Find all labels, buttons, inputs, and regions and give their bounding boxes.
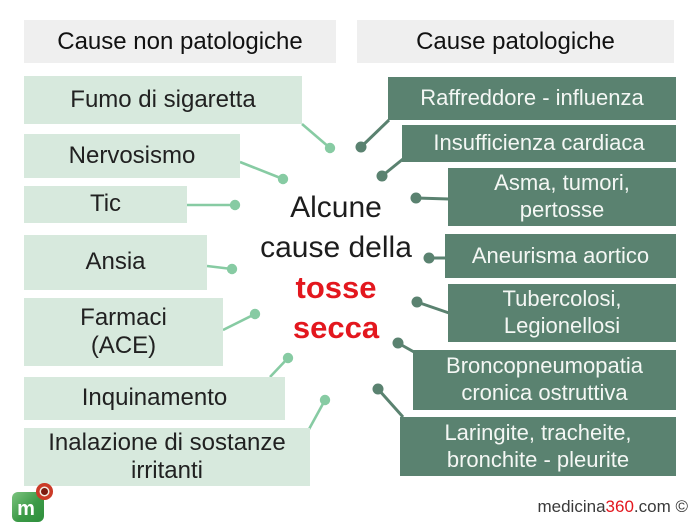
site-suffix: .com (633, 497, 671, 516)
cause-box-inalazione: Inalazione di sostanze irritanti (24, 428, 310, 486)
connector-laringite (372, 383, 405, 418)
connector-asma (410, 192, 450, 204)
cause-box-inquinamento: Inquinamento (24, 377, 285, 420)
logo-letter-m: m (17, 498, 35, 520)
cause-box-tic: Tic (24, 186, 187, 223)
cause-box-insufficienza: Insufficienza cardiaca (402, 125, 676, 162)
connector-nervosismo (239, 160, 289, 185)
cause-box-fumo-di-sigaretta: Fumo di sigaretta (24, 76, 302, 124)
cause-box-raffreddore: Raffreddore - influenza (388, 77, 676, 120)
site-credit: medicina360.com © (537, 497, 688, 517)
connector-tic (187, 199, 241, 211)
center-title-highlight1: tosse (295, 270, 377, 305)
connector-ansia (206, 263, 238, 275)
cause-box-farmaci-ace: Farmaci (ACE) (24, 298, 223, 366)
connector-raffreddore (355, 118, 391, 153)
header-non-pathological: Cause non patologiche (24, 20, 336, 63)
center-title-highlight2: secca (292, 310, 380, 345)
cause-box-ansia: Ansia (24, 235, 207, 290)
connector-inalazione (306, 394, 331, 432)
header-pathological: Cause patologiche (357, 20, 674, 63)
connector-farmaci (222, 308, 261, 332)
connector-insufficienza (376, 157, 404, 182)
center-title-line2: cause della (260, 231, 412, 264)
medicina360-logo: m (12, 488, 48, 522)
connector-broncopneumopatia (392, 337, 415, 354)
center-title: Alcune cause della tosse secca (248, 188, 424, 348)
connector-tubercolosi (411, 296, 450, 315)
logo-target-icon (41, 488, 48, 495)
cause-box-laringite: Laringite, tracheite, bronchite - pleuri… (400, 417, 676, 476)
cause-box-broncopneumopatia: Broncopneumopatia cronica ostruttiva (413, 350, 676, 410)
site-name: medicina (537, 497, 606, 516)
copyright-mark: © (670, 497, 688, 516)
connector-fumo (301, 123, 336, 154)
cause-box-tubercolosi: Tubercolosi, Legionellosi (448, 284, 676, 342)
cause-box-nervosismo: Nervosismo (24, 134, 240, 178)
site-number: 360 (605, 497, 634, 516)
cause-box-asma: Asma, tumori, pertosse (448, 168, 676, 226)
center-title-line1: Alcune (290, 191, 382, 224)
connector-aneurisma (423, 252, 446, 264)
cause-box-aneurisma: Aneurisma aortico (445, 234, 676, 278)
connector-inquinamento (269, 352, 294, 378)
